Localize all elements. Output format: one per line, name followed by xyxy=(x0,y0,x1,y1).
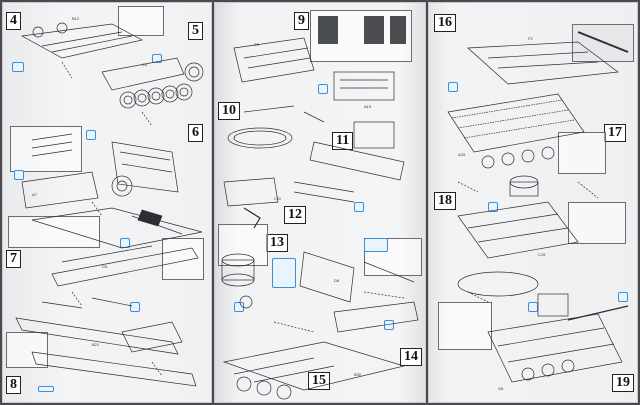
part-number: F2 xyxy=(528,36,533,41)
cut-icon xyxy=(234,302,244,312)
cut-icon xyxy=(448,82,458,92)
tweezers-icon xyxy=(488,202,498,212)
part-number: B30 xyxy=(354,372,362,377)
detail-inset xyxy=(10,126,82,172)
step-number-9: 9 xyxy=(294,12,309,30)
part-number: D8 xyxy=(334,278,340,283)
photo-etch-callout xyxy=(272,258,296,288)
step-number-8: 8 xyxy=(6,376,21,394)
step-number-10: 10 xyxy=(218,102,240,120)
step-number-4: 4 xyxy=(6,12,21,30)
step-number-17: 17 xyxy=(604,124,626,142)
step-number-7: 7 xyxy=(6,250,21,268)
step-number-16: 16 xyxy=(434,14,456,32)
step-number-18: 18 xyxy=(434,192,456,210)
detail-inset xyxy=(218,224,268,266)
assembly-drawing-middle xyxy=(221,16,419,400)
tweezers-icon xyxy=(86,130,96,140)
step-number-12: 12 xyxy=(284,206,306,224)
part-number: B12 xyxy=(72,16,80,21)
part-number: C15 xyxy=(538,252,546,257)
assembly-drawing-right xyxy=(447,31,629,383)
detail-inset xyxy=(162,238,204,280)
part-number: A19 xyxy=(364,104,372,109)
drill-icon xyxy=(364,238,388,252)
step-number-19: 19 xyxy=(612,374,634,392)
part-number: C11 xyxy=(274,196,282,201)
step-number-15: 15 xyxy=(308,372,330,390)
instruction-page-right: 16 17 18 19 xyxy=(428,2,638,403)
glue-icon xyxy=(354,202,364,212)
glue-icon xyxy=(14,170,24,180)
instruction-page-left: 4 5 6 7 8 xyxy=(2,2,212,403)
cut-icon xyxy=(152,54,162,63)
instruction-page-middle: 9 10 11 12 13 14 15 xyxy=(214,2,426,403)
detail-inset xyxy=(568,202,626,244)
detail-inset xyxy=(8,216,100,248)
glue-icon xyxy=(12,62,24,72)
assembly-drawing-left xyxy=(15,22,204,387)
part-number: G6 xyxy=(498,386,504,391)
tweezers-icon xyxy=(318,84,328,94)
part-number: B21 xyxy=(92,342,100,347)
part-number: D3 xyxy=(102,264,108,269)
detail-inset xyxy=(438,302,492,350)
glue-icon xyxy=(38,386,54,392)
step-number-5: 5 xyxy=(188,22,203,40)
glue-icon xyxy=(528,302,538,312)
glue-icon xyxy=(618,292,628,302)
drill-icon xyxy=(130,302,140,312)
step-number-14: 14 xyxy=(400,348,422,366)
step-number-6: 6 xyxy=(188,124,203,142)
part-number: A33 xyxy=(458,152,466,157)
detail-inset xyxy=(6,332,48,368)
step-number-11: 11 xyxy=(332,132,354,150)
part-number: C4 xyxy=(142,62,148,67)
part-number: E5 xyxy=(254,42,259,47)
part-number: A7 xyxy=(32,192,37,197)
